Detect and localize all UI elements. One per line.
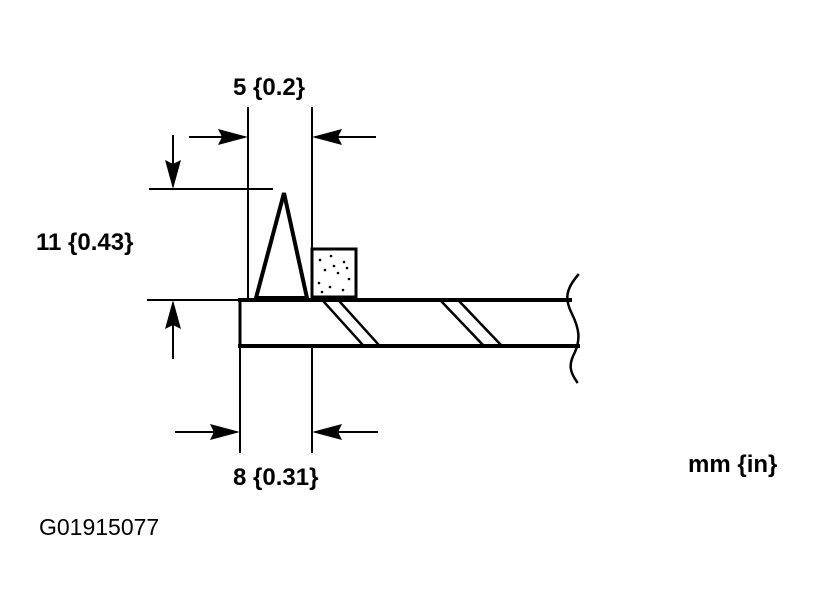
arrowhead xyxy=(165,160,181,189)
bottom-width-label: 8 {0.31} xyxy=(233,464,319,491)
arrowhead xyxy=(312,129,342,145)
height-label: 11 {0.43} xyxy=(36,229,134,256)
figure-code: G01915077 xyxy=(39,514,160,540)
arrowhead xyxy=(165,300,181,329)
panel-plate xyxy=(238,298,580,348)
spacer-stipple xyxy=(317,254,351,294)
spacer-block xyxy=(310,247,358,299)
units-label: mm {in} xyxy=(688,451,778,478)
extension-lines xyxy=(147,107,313,453)
arrowhead xyxy=(210,424,240,440)
top-width-label: 5 {0.2} xyxy=(233,74,306,101)
arrowhead xyxy=(218,129,248,145)
section-hatching xyxy=(322,300,502,346)
sealer-bead xyxy=(253,192,310,300)
arrowhead xyxy=(312,424,342,440)
break-line xyxy=(566,273,580,384)
